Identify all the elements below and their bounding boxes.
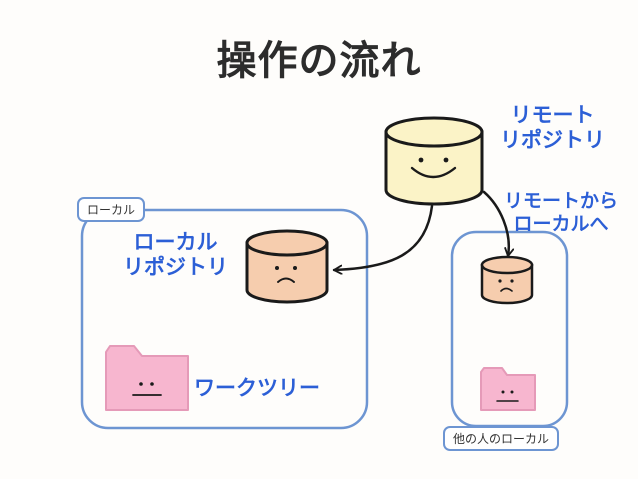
local-repository-label: ローカル リポジトリ <box>123 230 228 280</box>
other-repository-icon <box>480 255 534 305</box>
local-repo-line1: ローカル <box>133 230 218 254</box>
flow-label-line2: ローカルへ <box>513 213 609 235</box>
remote-repository-icon <box>384 116 484 206</box>
flow-label-line1: リモートから <box>504 190 619 212</box>
worktree-folder-icon <box>105 345 189 411</box>
remote-label-line1: リモート <box>510 103 595 127</box>
worktree-label: ワークツリー <box>194 376 320 400</box>
remote-label-line2: リポジトリ <box>500 128 605 152</box>
local-repo-line2: リポジトリ <box>123 255 228 279</box>
remote-to-other-arrow <box>482 190 509 258</box>
local-container <box>80 208 369 430</box>
local-repository-icon <box>245 229 329 304</box>
other-local-tag: 他の人のローカル <box>443 426 560 451</box>
remote-repository-label: リモート リポジトリ <box>500 103 605 153</box>
local-tag: ローカル <box>77 197 146 222</box>
page-title: 操作の流れ <box>216 38 422 84</box>
other-worktree-folder-icon <box>480 367 536 411</box>
remote-to-local-arrow <box>332 204 434 270</box>
flow-label: リモートから ローカルへ <box>504 190 618 236</box>
